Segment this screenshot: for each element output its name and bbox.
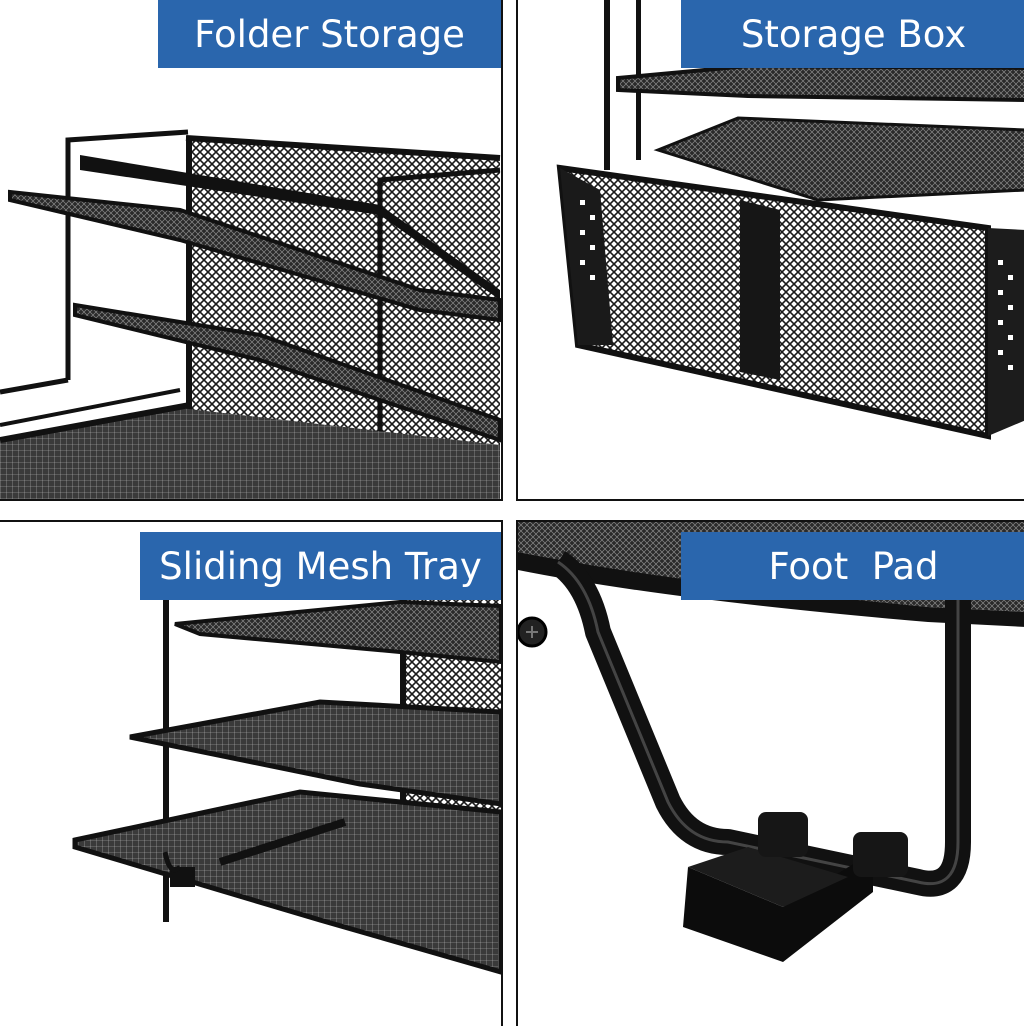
label-storage-box: Storage Box bbox=[681, 0, 1024, 68]
panel-folder-storage: Folder Storage bbox=[0, 0, 503, 501]
storage-box-product-image bbox=[556, 0, 1024, 440]
panel-foot-pad: Foot Pad bbox=[516, 520, 1024, 1026]
panel-sliding-mesh-tray: Sliding Mesh Tray bbox=[0, 520, 503, 1026]
label-folder-storage: Folder Storage bbox=[158, 0, 501, 68]
label-foot-pad: Foot Pad bbox=[681, 532, 1024, 600]
panel-storage-box: Storage Box bbox=[516, 0, 1024, 501]
label-sliding-mesh-tray: Sliding Mesh Tray bbox=[140, 532, 501, 600]
sliding-mesh-tray-product-image bbox=[72, 582, 501, 975]
folder-storage-product-image bbox=[0, 129, 501, 499]
